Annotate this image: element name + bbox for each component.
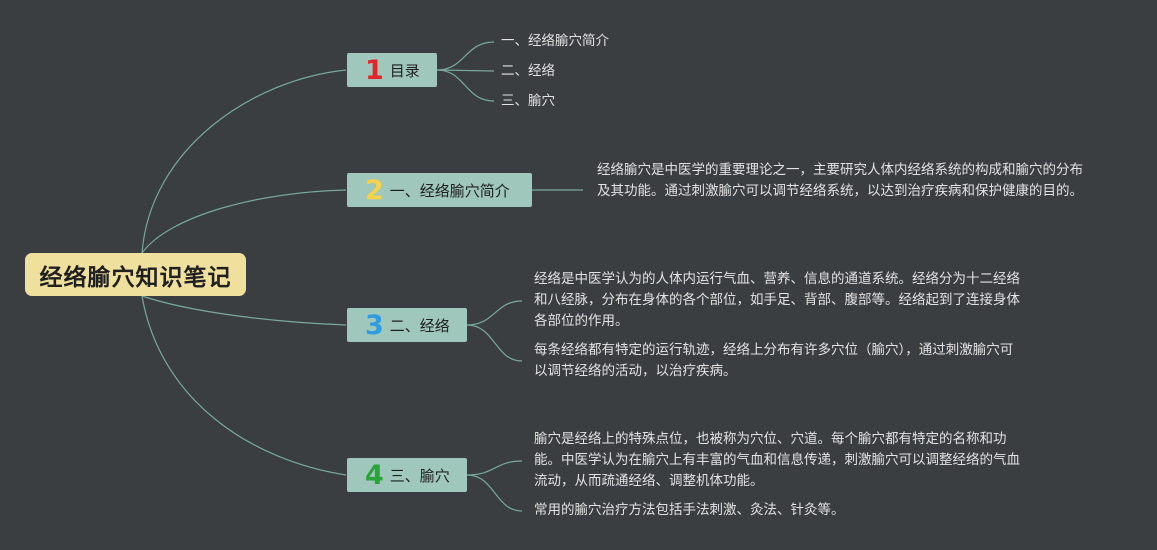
- connector-b1-leaf2: [436, 69, 495, 72]
- acupoints-paragraph-2: 常用的腧穴治疗方法包括手法刺激、灸法、针灸等。: [534, 502, 845, 518]
- branch-label: 目录: [389, 61, 420, 80]
- connector-b1-leaf1: [436, 41, 495, 71]
- branch-meridians[interactable]: 3 二、经络: [347, 308, 467, 342]
- leaf-item-intro[interactable]: 一、经络腧穴简介: [501, 33, 609, 49]
- meridians-paragraph-1: 经络是中医学认为的人体内运行气血、营养、信息的通道系统。经络分为十二经络和八经脉…: [534, 271, 1020, 329]
- connector-root-branch1: [141, 69, 347, 254]
- root-topic[interactable]: 经络腧穴知识笔记: [25, 253, 246, 296]
- branch-intro[interactable]: 2 一、经络腧穴简介: [347, 173, 532, 207]
- connector-b4-para1: [466, 460, 523, 476]
- connector-b3-para1: [466, 300, 523, 326]
- meridians-paragraph-2: 每条经络都有特定的运行轨迹，经络上分布有许多穴位（腧穴），通过刺激腧穴可以调节经…: [534, 342, 1014, 379]
- number-badge-3: 3: [365, 309, 384, 341]
- intro-paragraph: 经络腧穴是中医学的重要理论之一，主要研究人体内经络系统的构成和腧穴的分布及其功能…: [597, 162, 1083, 199]
- number-badge-4: 4: [365, 459, 384, 491]
- connector-b3-para2: [466, 324, 523, 362]
- branch-acupoints[interactable]: 4 三、腧穴: [347, 458, 467, 492]
- acupoints-paragraph-1: 腧穴是经络上的特殊点位，也被称为穴位、穴道。每个腧穴都有特定的名称和功能。中医学…: [534, 431, 1020, 489]
- number-badge-1: 1: [365, 54, 384, 86]
- connector-root-branch3: [141, 295, 347, 326]
- number-badge-2: 2: [365, 174, 384, 206]
- leaf-item-acupoints[interactable]: 三、腧穴: [501, 93, 555, 109]
- branch-label: 一、经络腧穴简介: [389, 181, 510, 200]
- root-title: 经络腧穴知识笔记: [39, 264, 232, 291]
- branch-label: 二、经络: [389, 316, 450, 335]
- connector-root-branch2: [141, 189, 347, 254]
- branch-label: 三、腧穴: [389, 466, 450, 485]
- leaf-item-meridians[interactable]: 二、经络: [501, 63, 555, 79]
- branch-toc[interactable]: 1 目录: [347, 53, 437, 87]
- connector-root-branch4: [141, 295, 347, 476]
- connector-b1-leaf3: [436, 69, 495, 102]
- connector-b4-para2: [466, 474, 523, 512]
